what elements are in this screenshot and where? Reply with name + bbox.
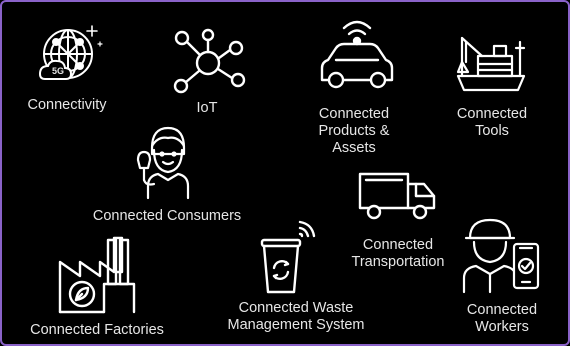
iot-label: IoT (196, 100, 218, 116)
connected-consumers-label: Connected Consumers (92, 208, 242, 224)
connected-waste-label: Connected Waste Management System (227, 300, 365, 333)
delivery-truck-icon (358, 170, 438, 222)
connectivity-badge: 5G (51, 66, 64, 76)
factory-icon (58, 234, 138, 314)
connected-factories-label: Connected Factories (30, 322, 164, 338)
connectivity-label: Connectivity (27, 97, 107, 113)
connected-tools-label: Connected Tools (456, 106, 528, 139)
consumer-person-icon (134, 124, 200, 200)
connected-workers-label: Connected Workers (466, 302, 538, 335)
connected-transportation-label: Connected Transportation (351, 237, 445, 270)
iot-hub-icon (166, 28, 250, 98)
smart-bin-icon (260, 218, 320, 294)
worker-phone-icon (460, 216, 542, 294)
ship-crane-icon (454, 34, 530, 96)
connected-car-icon (312, 18, 402, 96)
connected-products-label: Connected Products & Assets (318, 106, 390, 156)
network-globe-5g-icon (34, 22, 104, 90)
